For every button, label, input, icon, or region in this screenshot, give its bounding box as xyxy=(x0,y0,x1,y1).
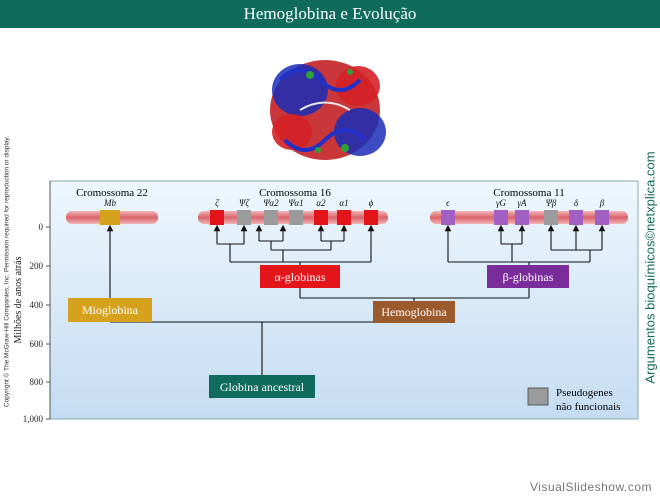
gene-gamma-g xyxy=(494,210,508,225)
gene-label-mb: Mb xyxy=(103,198,116,208)
y-axis: 0 200 400 600 800 1,000 Milhões de anos … xyxy=(13,181,51,424)
gene-gamma-a xyxy=(515,210,529,225)
gene-zeta xyxy=(210,210,224,225)
label-mioglobina: Mioglobina xyxy=(68,298,152,322)
label-mioglobina-text: Mioglobina xyxy=(82,303,139,317)
legend-pseudogenes: Pseudogenes não funcionais xyxy=(527,387,620,413)
gene-label-delta: δ xyxy=(574,198,579,208)
label-alfa-globinas-text: α-globinas xyxy=(275,270,326,284)
label-hemoglobina-text: Hemoglobina xyxy=(381,305,447,319)
gene-label-beta: β xyxy=(599,198,605,208)
gene-label-psi-a2: Ψα2 xyxy=(263,198,279,208)
legend-line1: Pseudogenes xyxy=(556,387,613,399)
y-tick-800: 800 xyxy=(30,377,44,387)
y-tick-1000: 1,000 xyxy=(23,414,44,424)
gene-label-a2: α2 xyxy=(316,198,326,208)
legend-swatch xyxy=(527,387,549,406)
slide-title: Hemoglobina e Evolução xyxy=(0,0,660,28)
gene-mb xyxy=(100,210,120,225)
label-beta-globinas: β-globinas xyxy=(487,265,569,288)
gene-label-zeta: ζ xyxy=(215,198,220,208)
gene-psi-beta xyxy=(544,210,558,225)
gene-a2 xyxy=(314,210,328,225)
label-hemoglobina: Hemoglobina xyxy=(373,301,455,323)
chromosome-11-title: Cromossoma 11 xyxy=(493,187,564,199)
gene-label-psi-zeta: Ψζ xyxy=(239,198,250,208)
y-axis-label: Milhões de anos atrás xyxy=(13,256,24,343)
gene-label-epsilon: ϵ xyxy=(446,198,450,208)
gene-psi-zeta xyxy=(237,210,251,225)
gene-label-gamma-g: γG xyxy=(496,198,507,208)
gene-label-gamma-a: γA xyxy=(517,198,527,208)
gene-psi-a2 xyxy=(264,210,278,225)
gene-beta xyxy=(595,210,609,225)
gene-a1 xyxy=(337,210,351,225)
gene-delta xyxy=(569,210,583,225)
gene-psi-a1 xyxy=(289,210,303,225)
gene-label-psi-a1: Ψα1 xyxy=(288,198,303,208)
y-tick-200: 200 xyxy=(30,261,44,271)
y-tick-0: 0 xyxy=(39,222,44,232)
label-globina-ancestral: Globina ancestral xyxy=(209,375,315,398)
watermark: VisualSlideshow.com xyxy=(529,480,652,494)
y-tick-600: 600 xyxy=(30,339,44,349)
legend-line2: não funcionais xyxy=(556,401,620,413)
label-beta-globinas-text: β-globinas xyxy=(503,270,554,284)
gene-epsilon xyxy=(441,210,455,225)
gene-label-phi: ϕ xyxy=(369,198,374,208)
label-alfa-globinas: α-globinas xyxy=(260,265,340,288)
chromosome-16-title: Cromossoma 16 xyxy=(259,187,331,199)
chromosome-22-title: Cromossoma 22 xyxy=(76,187,148,199)
gene-phi xyxy=(364,210,378,225)
y-tick-400: 400 xyxy=(30,300,44,310)
hemoglobin-structure-image xyxy=(270,60,386,160)
gene-label-a1: α1 xyxy=(339,198,348,208)
gene-label-psi-beta: Ψβ xyxy=(546,198,557,208)
label-globina-ancestral-text: Globina ancestral xyxy=(220,380,305,394)
